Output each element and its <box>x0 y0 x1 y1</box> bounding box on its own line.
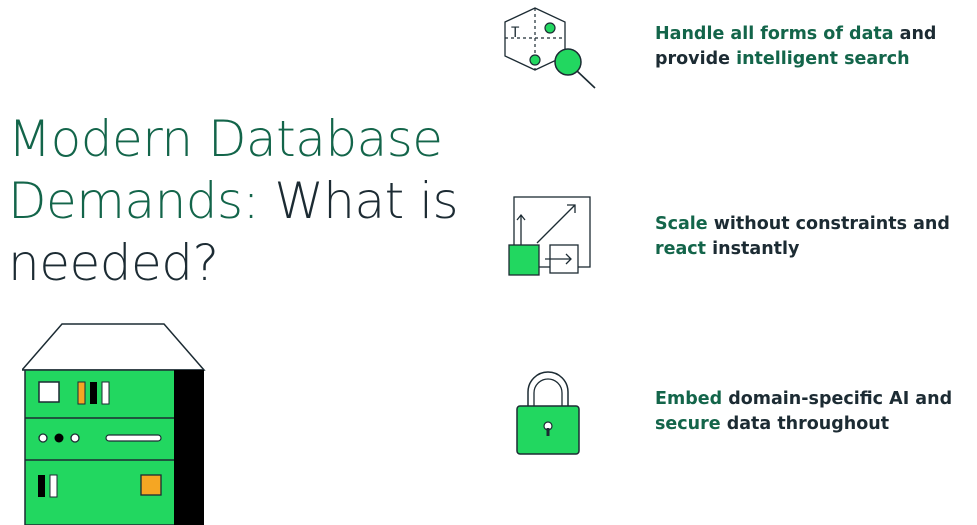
feature-scale: Scale without constraints and react inst… <box>655 212 975 262</box>
svg-text:T: T <box>511 25 520 41</box>
feature-data-search: Handle all forms of data and provide int… <box>655 22 975 72</box>
page-title: Modern Database Demands: What is needed? <box>8 108 478 294</box>
feature-2-segment-4: instantly <box>706 239 800 259</box>
feature-1-segment-3: intelligent search <box>736 49 910 69</box>
title-dark-part: What is needed? <box>8 172 459 292</box>
feature-3-segment-3: secure <box>655 414 721 434</box>
server-rack-icon <box>22 323 206 525</box>
feature-2-segment-2: without constraints and <box>707 214 950 234</box>
feature-1-segment-2: and provide <box>655 24 937 69</box>
title-green-part: Modern Database Demands: <box>8 110 443 230</box>
feature-secure: Embed domain-specific AI and secure data… <box>655 387 975 437</box>
scale-arrows-icon <box>508 196 591 276</box>
feature-3-segment-1: Embed <box>655 389 723 409</box>
search-data-cube-icon: T <box>504 7 596 89</box>
feature-3-segment-2: domain-specific AI and <box>722 389 953 409</box>
feature-1-segment-1: Handle all forms of data <box>655 24 894 44</box>
padlock-icon <box>516 371 580 455</box>
feature-3-segment-4: data throughout <box>720 414 890 434</box>
feature-2-segment-3: react <box>655 239 707 259</box>
feature-2-segment-1: Scale <box>655 214 708 234</box>
